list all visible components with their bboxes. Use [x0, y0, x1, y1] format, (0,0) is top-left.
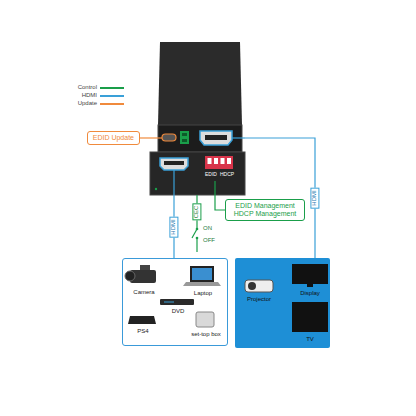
dip-toggle [221, 158, 225, 164]
display-icon [292, 264, 328, 284]
callout-text: EDID Management HDCP Management [231, 202, 299, 218]
device-top [158, 42, 242, 125]
projector-icon [245, 280, 273, 292]
camera-handle [140, 265, 150, 270]
tv-icon [292, 302, 328, 332]
connector [215, 195, 225, 210]
led [155, 188, 157, 190]
hdmi-out-port [200, 131, 232, 145]
device-label: Projector [247, 296, 271, 303]
cable-label: HDMI [169, 216, 178, 237]
hdmi-wire [232, 137, 245, 138]
update-wire [150, 137, 162, 138]
dip-toggle [208, 158, 212, 164]
device-label: Camera [133, 289, 154, 296]
update-callout: EDID Update [87, 131, 140, 145]
device-label: Laptop [194, 290, 212, 297]
set-top-box-icon [196, 312, 214, 327]
device-label: EDID [205, 172, 217, 178]
console-icon [128, 316, 156, 324]
device-front [150, 152, 245, 195]
legend-text: HDMI [82, 92, 97, 99]
device-label: set-top box [191, 331, 221, 338]
cec-terminal [180, 131, 189, 144]
hdmi-slot [164, 161, 184, 165]
display-stand [307, 284, 313, 287]
switch-label: OFF [202, 237, 216, 244]
camera-lens [125, 271, 135, 281]
signal-label: CEC [192, 204, 201, 221]
hdmi-wire [173, 170, 174, 195]
cec-wire [196, 238, 197, 252]
usb-c-port [162, 134, 176, 141]
dip-toggle [227, 158, 231, 164]
laptop-base [183, 282, 221, 286]
dip-switch [205, 156, 233, 169]
control-wire [214, 181, 215, 195]
legend-text: Update [78, 100, 97, 107]
extender-device: EDIDHDCP [150, 125, 245, 195]
device-label: DVD [172, 308, 185, 315]
hdmi-in-port [160, 158, 188, 170]
device-label: PS4 [137, 328, 148, 335]
switch-contact [196, 237, 199, 240]
laptop-screen [192, 268, 212, 280]
switch-contact [196, 228, 199, 231]
device-label: TV [306, 336, 314, 343]
cable-label: HDMI [310, 187, 319, 208]
switch-label: ON [202, 225, 213, 232]
device-label: HDCP [220, 172, 234, 178]
connector [140, 137, 150, 138]
dip-toggle [214, 158, 218, 164]
cec-switch [192, 229, 197, 238]
dvd-icon [160, 299, 194, 305]
dvd-slot [164, 302, 174, 303]
device-label: Display [300, 290, 320, 297]
legend-swatch [100, 95, 124, 97]
management-callout: EDID Management HDCP Management [225, 199, 305, 221]
device-rear-panel [158, 125, 242, 152]
hdmi-slot [205, 135, 227, 140]
terminal-screw [182, 133, 187, 136]
source-panel: Camera LaptopDVD PS4 set-top box [122, 258, 228, 346]
projector-lens [248, 282, 256, 290]
legend-text: Control [78, 84, 97, 91]
legend-swatch [100, 87, 124, 89]
legend-swatch [100, 103, 124, 105]
laptop-icon [190, 266, 214, 282]
display-panel: Projector DisplayTV [235, 258, 330, 348]
terminal-screw [182, 139, 187, 142]
display-panel-ground [235, 258, 330, 348]
callout-text: EDID Update [93, 134, 134, 142]
